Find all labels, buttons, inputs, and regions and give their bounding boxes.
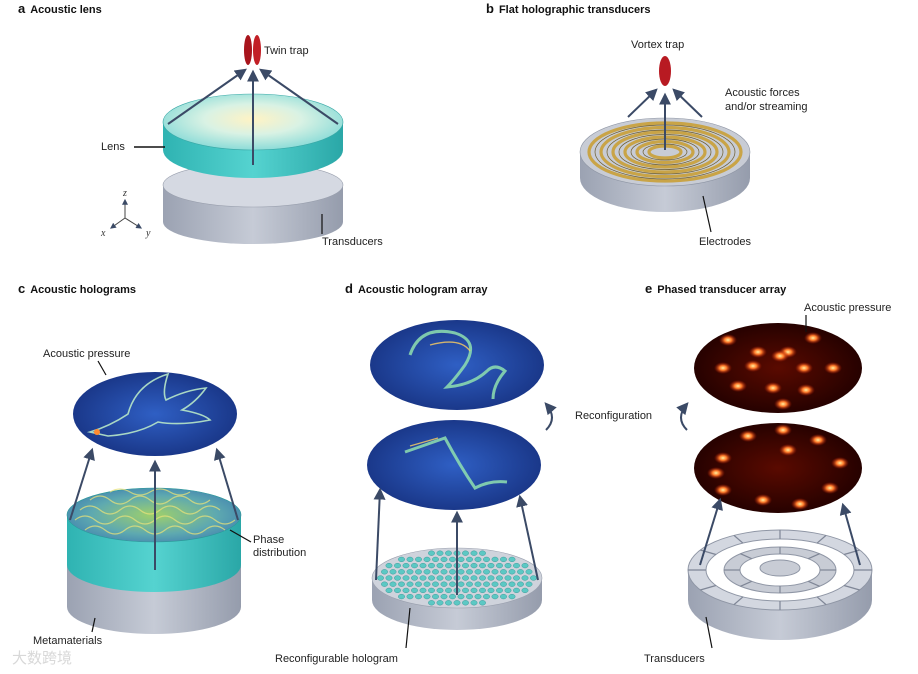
svg-text:x: x [100, 228, 106, 239]
reconfig-arrow-d [544, 402, 557, 431]
label-phase-2: distribution [253, 547, 306, 559]
label-reconfigurable-hologram: Reconfigurable hologram [275, 653, 398, 665]
label-pressure-c: Acoustic pressure [43, 348, 130, 360]
label-electrodes: Electrodes [699, 236, 751, 248]
hologram-1 [367, 420, 541, 510]
svg-text:z: z [122, 188, 127, 199]
svg-text:y: y [145, 228, 151, 239]
hologram-2 [370, 320, 544, 410]
hologram-pillars [377, 550, 537, 606]
label-pressure-e: Acoustic pressure [804, 302, 891, 314]
focus-arrow-right [259, 68, 339, 125]
label-twin-trap: Twin trap [264, 45, 309, 57]
label-forces-2: and/or streaming [725, 101, 808, 113]
label-phase-1: Phase [253, 534, 284, 546]
pressure-hologram-dove [73, 372, 237, 456]
transducer-ring-array [687, 529, 873, 640]
pressure-field-bottom [694, 423, 862, 513]
label-lens: Lens [101, 141, 125, 153]
label-transducers-e: Transducers [644, 653, 705, 665]
pressure-field-top [694, 323, 862, 413]
reconfig-arrow-e [676, 402, 689, 431]
vortex-trap-shape [659, 56, 671, 86]
watermark: 大数跨境 [12, 649, 72, 667]
axis-triad: z x y [100, 188, 151, 239]
label-metamaterials: Metamaterials [33, 635, 103, 647]
flat-transducer-disk [579, 117, 751, 212]
reconfigurable-hologram-base [371, 547, 543, 630]
label-vortex-trap: Vortex trap [631, 39, 684, 51]
label-transducers-a: Transducers [322, 236, 383, 248]
label-forces-1: Acoustic forces [725, 87, 800, 99]
twin-trap-shape [244, 35, 261, 65]
ring-dividers [688, 530, 872, 610]
label-reconfiguration: Reconfiguration [575, 410, 652, 422]
focus-arrow-left [167, 68, 247, 125]
